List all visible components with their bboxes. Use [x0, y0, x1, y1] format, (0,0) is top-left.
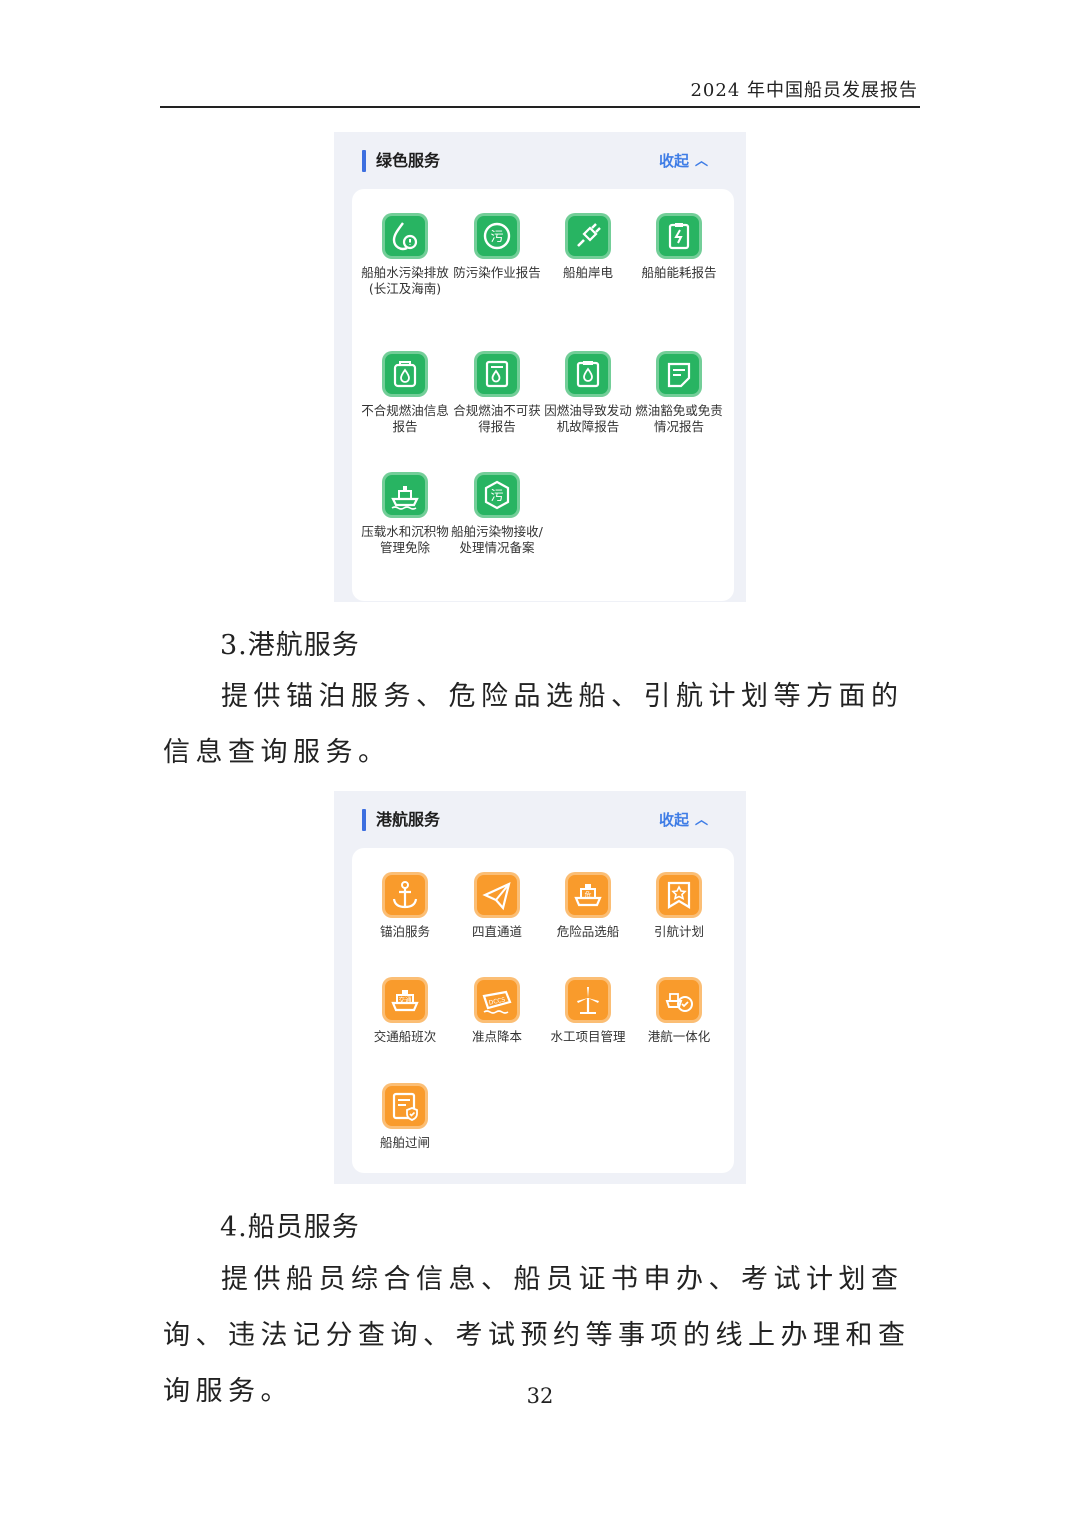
- energy-report-icon: [656, 213, 702, 259]
- ballast-ship-icon: [382, 472, 428, 518]
- service-item[interactable]: 压载水和沉积物管理免除: [359, 472, 451, 556]
- svg-text:危: 危: [585, 890, 592, 899]
- green-services-panel: 绿色服务 收起 ︿ 船舶水污染排放(长江及海南) 污 防污染作业报告 船舶岸电: [334, 132, 746, 602]
- service-label: 船舶污染物接收/处理情况备案: [451, 524, 543, 555]
- water-pollution-icon: [382, 213, 428, 259]
- anchor-icon: [382, 872, 428, 918]
- collapse-button[interactable]: 收起 ︿: [659, 809, 708, 833]
- lock-passage-icon: [382, 1083, 428, 1129]
- dccs-ship-icon: DCCS: [474, 977, 520, 1023]
- paper-plane-icon: [474, 872, 520, 918]
- service-item[interactable]: DCCS 准点降本: [451, 977, 543, 1045]
- service-item[interactable]: 引航计划: [633, 872, 725, 940]
- service-label: 危险品选船: [556, 924, 620, 939]
- service-label: 压载水和沉积物管理免除: [361, 524, 449, 555]
- service-label: 因燃油导致发动机故障报告: [544, 403, 632, 434]
- service-label: 船舶水污染排放(长江及海南): [361, 265, 449, 296]
- section-paragraph: 提供船员综合信息、船员证书申办、考试计划查询、违法记分查询、考试预约等事项的线上…: [163, 1264, 911, 1407]
- engine-fault-icon: [565, 351, 611, 397]
- service-item[interactable]: 四直通道: [451, 872, 543, 940]
- svg-text:DCCS: DCCS: [488, 996, 506, 1006]
- title-accent-bar: [362, 809, 366, 831]
- exemption-note-icon: [656, 351, 702, 397]
- service-item[interactable]: 不合规燃油信息报告: [359, 351, 451, 435]
- services-card: 锚泊服务 四直通道 危 危险品选船 引航计划 交通 交通船班次: [352, 848, 734, 1173]
- fuel-document-icon: [474, 351, 520, 397]
- wind-turbine-icon: [565, 977, 611, 1023]
- svg-text:交通: 交通: [399, 995, 413, 1004]
- service-label: 不合规燃油信息报告: [361, 403, 449, 434]
- pollution-prevention-icon: 污: [474, 213, 520, 259]
- svg-text:污: 污: [490, 230, 503, 245]
- service-label: 水工项目管理: [550, 1029, 626, 1044]
- service-item[interactable]: 合规燃油不可获得报告: [451, 351, 543, 435]
- service-label: 合规燃油不可获得报告: [453, 403, 541, 434]
- service-label: 四直通道: [471, 924, 522, 939]
- service-item[interactable]: 船舶水污染排放(长江及海南): [359, 213, 451, 297]
- service-item[interactable]: 因燃油导致发动机故障报告: [542, 351, 634, 435]
- service-label: 船舶过闸: [379, 1135, 430, 1150]
- service-item[interactable]: 危 危险品选船: [542, 872, 634, 940]
- panel-header: 绿色服务 收起 ︿: [362, 150, 708, 172]
- collapse-label: 收起: [658, 811, 689, 829]
- port-integration-icon: [656, 977, 702, 1023]
- title-accent-bar: [362, 150, 366, 172]
- fuel-tank-icon: [382, 351, 428, 397]
- service-label: 防污染作业报告: [453, 265, 541, 280]
- service-label: 船舶能耗报告: [641, 265, 717, 280]
- service-item[interactable]: 燃油豁免或免责情况报告: [633, 351, 725, 435]
- pollutant-receive-icon: 污: [474, 472, 520, 518]
- service-item[interactable]: 交通 交通船班次: [359, 977, 451, 1045]
- service-item[interactable]: 船舶岸电: [542, 213, 634, 281]
- service-item[interactable]: 船舶过闸: [359, 1083, 451, 1151]
- service-label: 锚泊服务: [379, 924, 430, 939]
- service-label: 准点降本: [471, 1029, 522, 1044]
- service-item[interactable]: 污 防污染作业报告: [451, 213, 543, 281]
- svg-text:污: 污: [490, 489, 503, 504]
- service-item[interactable]: 污 船舶污染物接收/处理情况备案: [451, 472, 543, 556]
- hazard-ship-icon: 危: [565, 872, 611, 918]
- panel-title: 港航服务: [376, 810, 441, 829]
- chevron-up-icon: ︿: [694, 154, 708, 169]
- running-header: 2024 年中国船员发展报告: [690, 80, 918, 101]
- collapse-label: 收起: [658, 152, 689, 170]
- panel-title: 绿色服务: [376, 151, 441, 170]
- section-heading: 4.船员服务: [220, 1212, 360, 1243]
- port-services-panel: 港航服务 收起 ︿ 锚泊服务 四直通道 危 危险品选船 引航计划: [334, 791, 746, 1184]
- service-item[interactable]: 船舶能耗报告: [633, 213, 725, 281]
- services-card: 船舶水污染排放(长江及海南) 污 防污染作业报告 船舶岸电 船舶能耗报告 不合规…: [352, 189, 734, 601]
- pilot-plan-icon: [656, 872, 702, 918]
- service-label: 船舶岸电: [562, 265, 613, 280]
- service-item[interactable]: 水工项目管理: [542, 977, 634, 1045]
- shore-power-plug-icon: [565, 213, 611, 259]
- service-item[interactable]: 锚泊服务: [359, 872, 451, 940]
- page-number: 32: [526, 1384, 554, 1408]
- service-label: 交通船班次: [373, 1029, 437, 1044]
- section-heading: 3.港航服务: [220, 630, 360, 661]
- ferry-schedule-icon: 交通: [382, 977, 428, 1023]
- panel-header: 港航服务 收起 ︿: [362, 809, 708, 831]
- section-paragraph: 提供锚泊服务、危险品选船、引航计划等方面的信息查询服务。: [163, 681, 904, 768]
- service-label: 燃油豁免或免责情况报告: [635, 403, 723, 434]
- header-rule: [160, 106, 920, 108]
- service-item[interactable]: 港航一体化: [633, 977, 725, 1045]
- chevron-up-icon: ︿: [694, 813, 708, 828]
- service-label: 引航计划: [653, 924, 704, 939]
- collapse-button[interactable]: 收起 ︿: [659, 150, 708, 174]
- service-label: 港航一体化: [647, 1029, 711, 1044]
